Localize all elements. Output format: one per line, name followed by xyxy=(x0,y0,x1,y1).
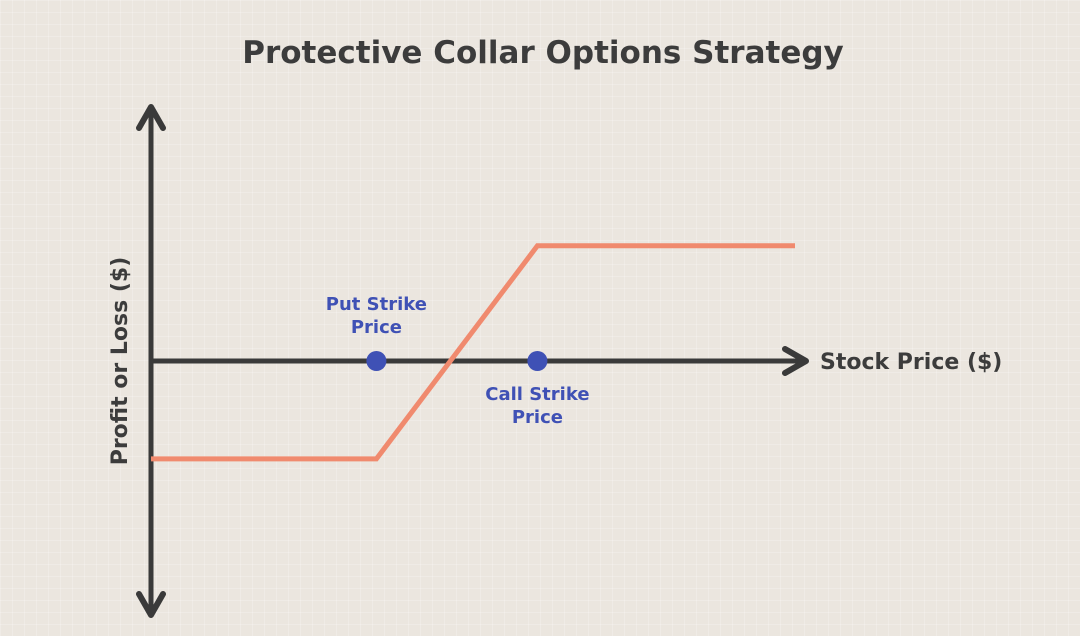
put-strike-label-line-1: Put Strike xyxy=(326,294,427,315)
put-strike-marker xyxy=(366,351,387,371)
call-strike-label-line-2: Price xyxy=(512,407,563,428)
call-strike-marker xyxy=(527,351,548,371)
y-axis-label: Profit or Loss ($) xyxy=(108,257,133,466)
payoff-line xyxy=(151,243,795,462)
put-strike-label-line-2: Price xyxy=(351,317,402,338)
call-strike-label-line-1: Call Strike xyxy=(485,384,589,405)
x-axis-label: Stock Price ($) xyxy=(820,350,1002,375)
chart-title: Protective Collar Options Strategy xyxy=(242,35,844,71)
